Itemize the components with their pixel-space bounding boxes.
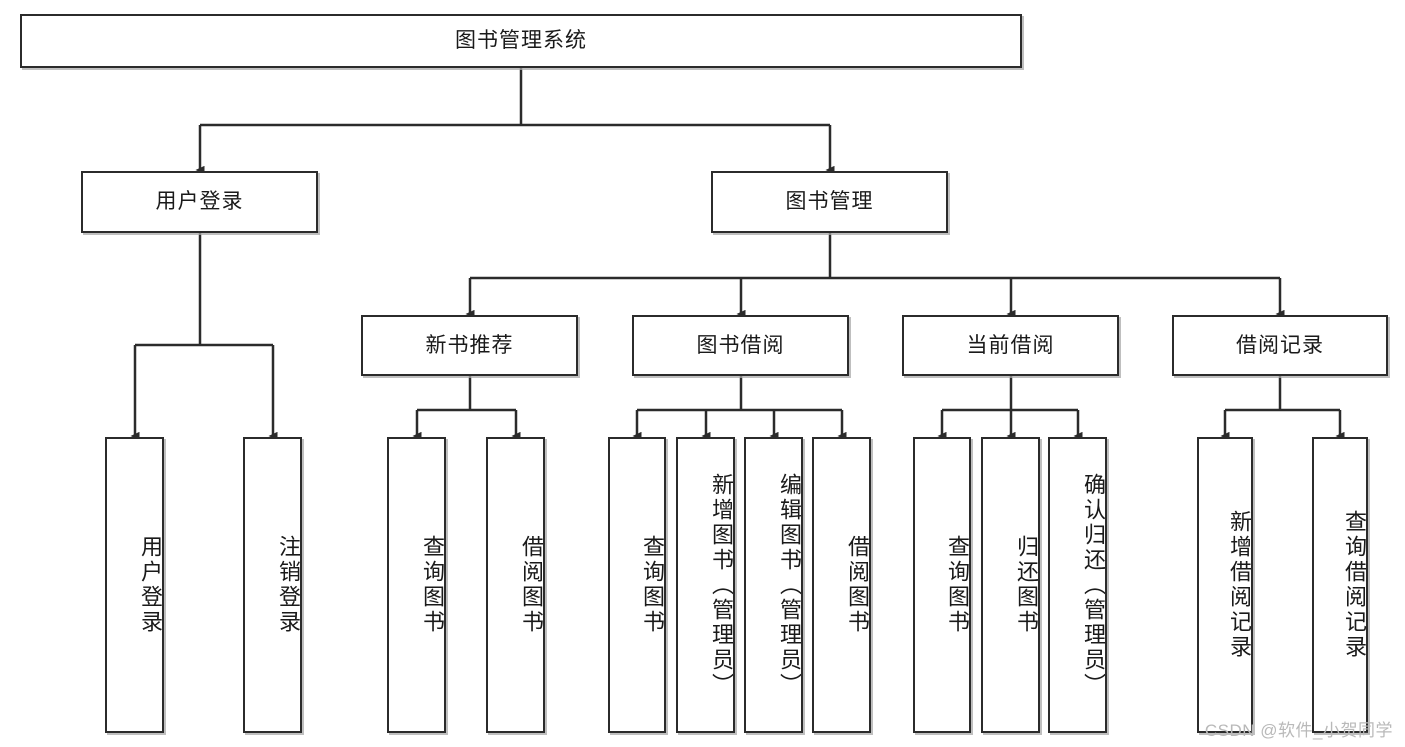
node-leaf-confirm-return-admin[interactable]: 确认归还（管理员） — [1048, 437, 1107, 733]
node-leaf-user-login[interactable]: 用户登录 — [105, 437, 164, 733]
node-root[interactable]: 图书管理系统 — [20, 14, 1022, 68]
node-leaf-return-book-label: 归还图书 — [1014, 535, 1039, 635]
node-leaf-query-book-current-label: 查询图书 — [945, 535, 970, 635]
node-leaf-query-borrow-record[interactable]: 查询借阅记录 — [1312, 437, 1368, 733]
node-book-borrow-label: 图书借阅 — [696, 333, 785, 357]
node-leaf-borrow-book-rec[interactable]: 借阅图书 — [486, 437, 545, 733]
node-user-login[interactable]: 用户登录 — [81, 171, 318, 233]
node-leaf-user-logout[interactable]: 注销登录 — [243, 437, 302, 733]
node-leaf-borrow-book-label: 借阅图书 — [845, 535, 870, 635]
node-leaf-add-borrow-record-label: 新增借阅记录 — [1227, 510, 1252, 660]
node-borrow-record-label: 借阅记录 — [1236, 333, 1324, 357]
node-book-management-label: 图书管理 — [785, 190, 874, 214]
node-leaf-borrow-book-rec-label: 借阅图书 — [519, 535, 544, 635]
node-book-borrow[interactable]: 图书借阅 — [632, 315, 849, 376]
node-leaf-borrow-book[interactable]: 借阅图书 — [812, 437, 871, 733]
node-book-management[interactable]: 图书管理 — [711, 171, 948, 233]
node-leaf-return-book[interactable]: 归还图书 — [981, 437, 1040, 733]
node-new-book-recommend[interactable]: 新书推荐 — [361, 315, 578, 376]
node-leaf-query-book-rec[interactable]: 查询图书 — [387, 437, 446, 733]
node-leaf-query-borrow-record-label: 查询借阅记录 — [1342, 510, 1367, 660]
node-user-login-label: 用户登录 — [155, 190, 244, 214]
node-leaf-edit-book-admin[interactable]: 编辑图书（管理员） — [744, 437, 803, 733]
node-new-book-recommend-label: 新书推荐 — [425, 333, 514, 357]
node-leaf-edit-book-admin-label: 编辑图书（管理员） — [777, 472, 802, 698]
node-root-label: 图书管理系统 — [455, 29, 587, 53]
node-leaf-add-borrow-record[interactable]: 新增借阅记录 — [1197, 437, 1253, 733]
node-leaf-query-book-rec-label: 查询图书 — [420, 535, 445, 635]
node-leaf-user-login-label: 用户登录 — [138, 535, 163, 635]
node-borrow-record[interactable]: 借阅记录 — [1172, 315, 1388, 376]
node-leaf-add-book-admin-label: 新增图书（管理员） — [709, 472, 734, 698]
node-leaf-confirm-return-admin-label: 确认归还（管理员） — [1081, 472, 1106, 698]
node-leaf-add-book-admin[interactable]: 新增图书（管理员） — [676, 437, 735, 733]
node-current-borrow[interactable]: 当前借阅 — [902, 315, 1119, 376]
node-leaf-query-book-current[interactable]: 查询图书 — [913, 437, 971, 733]
node-leaf-query-book-borrow-label: 查询图书 — [640, 535, 665, 635]
node-leaf-user-logout-label: 注销登录 — [276, 535, 301, 635]
node-leaf-query-book-borrow[interactable]: 查询图书 — [608, 437, 666, 733]
node-current-borrow-label: 当前借阅 — [966, 333, 1055, 357]
